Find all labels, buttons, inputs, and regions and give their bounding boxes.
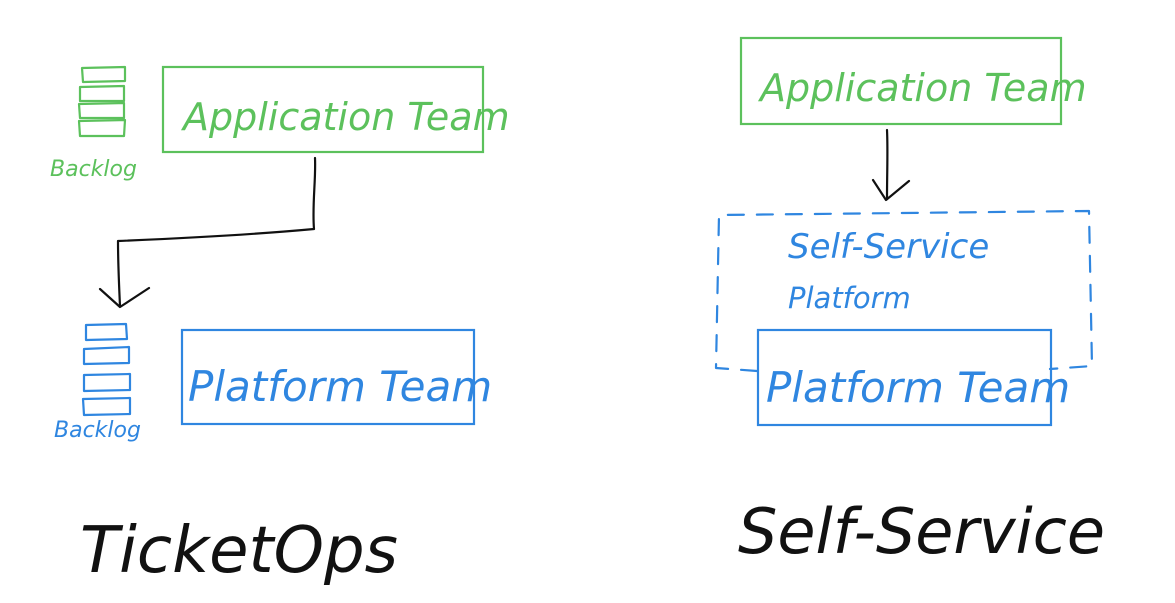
ticketops-caption: TicketOps bbox=[80, 514, 398, 588]
left-application-team-label: Application Team bbox=[180, 95, 510, 139]
ticket-arrow bbox=[116, 156, 317, 308]
left-platform-team-label: Platform Team bbox=[188, 362, 492, 411]
self-service-platform-line2: Platform bbox=[788, 281, 911, 315]
right-platform-team-box bbox=[756, 328, 1053, 427]
self-service-arrowhead-icon bbox=[871, 178, 911, 202]
app-backlog-label: Backlog bbox=[50, 157, 137, 182]
self-service-caption: Self-Service bbox=[738, 495, 1105, 568]
platform-backlog-stack-icon bbox=[81, 322, 132, 417]
right-platform-team-label: Platform Team bbox=[766, 363, 1070, 412]
right-application-team-box bbox=[739, 36, 1063, 126]
left-platform-team-box bbox=[180, 328, 476, 426]
left-application-team-box bbox=[161, 65, 485, 154]
ticketops-diagram: Backlog Application Team Backlog Platfor… bbox=[50, 65, 510, 588]
self-service-platform-line1: Self-Service bbox=[788, 227, 989, 267]
self-service-diagram: Application Team Self-Service Platform P… bbox=[714, 36, 1105, 568]
app-backlog-stack-icon bbox=[77, 65, 127, 138]
platform-backlog-label: Backlog bbox=[54, 418, 141, 443]
ticket-arrowhead-icon bbox=[98, 286, 151, 309]
right-application-team-label: Application Team bbox=[757, 66, 1087, 110]
self-service-platform-boundary bbox=[714, 209, 1094, 373]
